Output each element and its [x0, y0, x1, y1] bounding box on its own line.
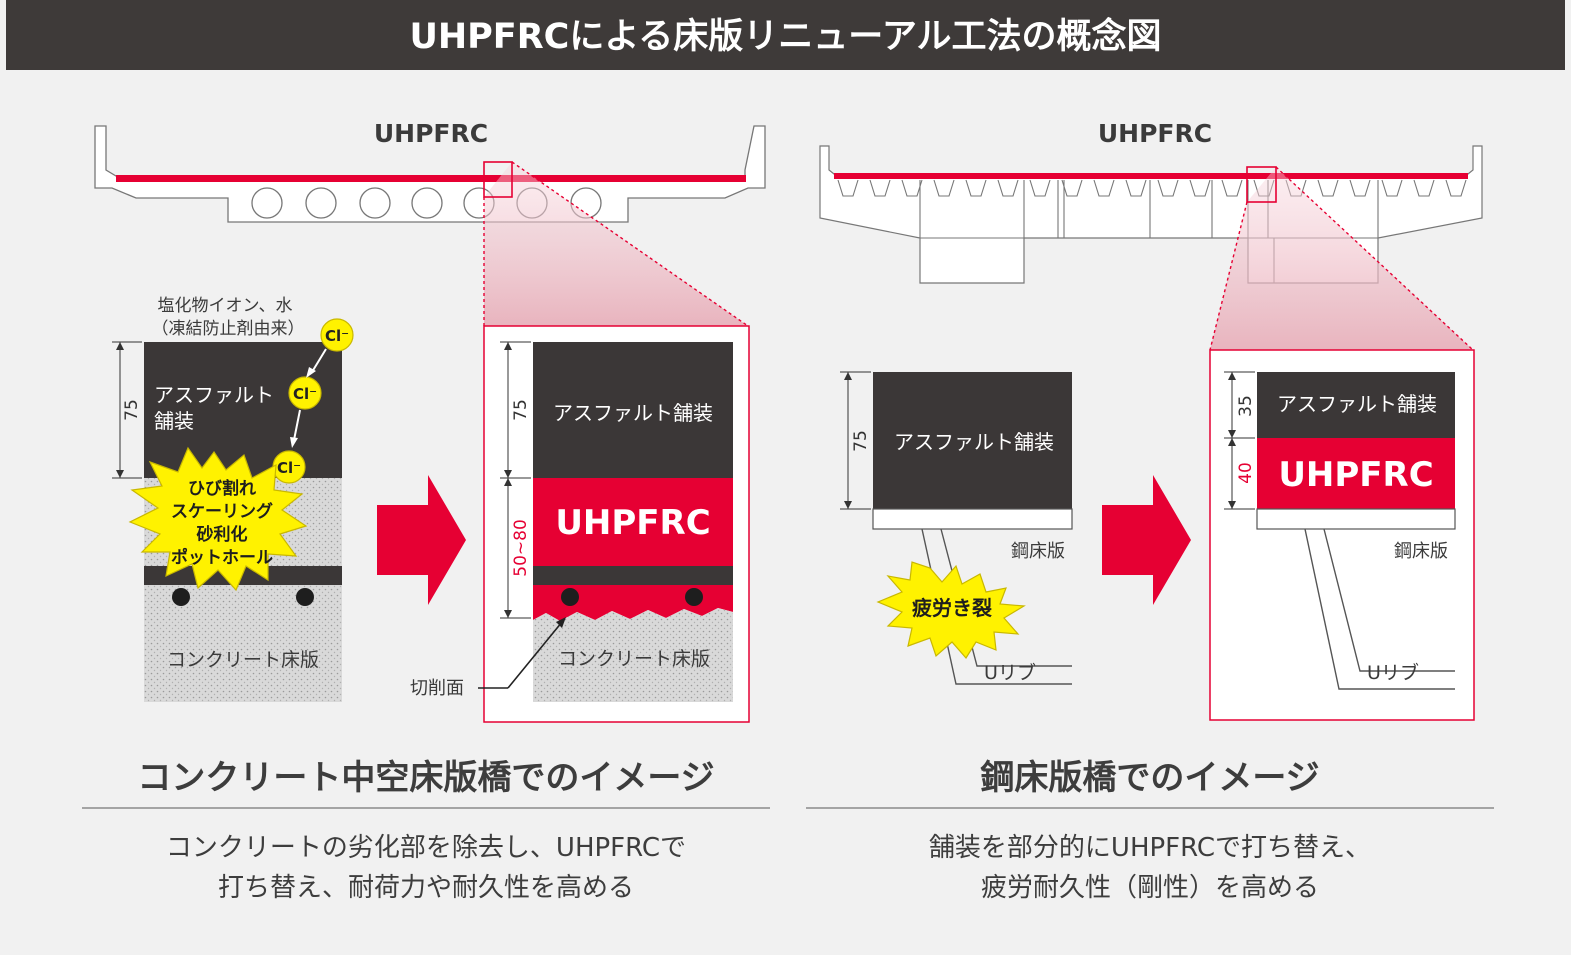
- steel-before-asphalt-label: アスファルト舗装: [894, 430, 1054, 454]
- after-rebar-layer: [533, 566, 733, 585]
- after-concrete-slab: [533, 608, 733, 702]
- right-heading: 鋼床版橋でのイメージ: [980, 758, 1319, 798]
- left-heading: コンクリート中空床版橋でのイメージ: [137, 758, 714, 798]
- before-concrete-label: コンクリート床版: [167, 649, 319, 671]
- cut-surface-label: 切削面: [410, 678, 464, 699]
- right-transition-arrow-icon: [1102, 475, 1191, 605]
- right-zoom-box: [1246, 166, 1277, 203]
- right-description-line1: 舗装を部分的にUHPFRCで打ち替え、: [929, 833, 1371, 863]
- after-concrete-label: コンクリート床版: [558, 648, 710, 670]
- left-bridge-section: UHPFRC: [94, 119, 766, 223]
- fatigue-crack-burst-icon: [876, 561, 1026, 660]
- rebar-icon: [172, 588, 190, 606]
- before-asphalt-line1: アスファルト: [154, 383, 274, 407]
- steel-after-deck-plate: [1256, 508, 1456, 530]
- chloride-note-line1: 塩化物イオン、水: [158, 296, 293, 316]
- steel-before-dim-asphalt: 75: [851, 430, 871, 452]
- left-zoom-funnel: [484, 162, 748, 326]
- damage-item: ひび割れ: [188, 478, 256, 499]
- before-concrete-slab: [144, 585, 342, 702]
- right-bridge-label: UHPFRC: [1098, 119, 1212, 148]
- page-title: UHPFRCによる床版リニューアル工法の概念図: [409, 16, 1161, 57]
- right-after-panel: アスファルト舗装 UHPFRC 鋼床版 Uリブ 35 40: [1209, 349, 1475, 721]
- damage-burst-icon: [128, 446, 308, 592]
- steel-after-dim-asphalt: 35: [1236, 395, 1256, 417]
- left-transition-arrow-icon: [377, 475, 466, 605]
- left-before-panel: 塩化物イオン、水 （凍結防止剤由来） アスファルト 舗装 75 Cl⁻ Cl⁻ …: [112, 296, 354, 702]
- svg-text:Cl⁻: Cl⁻: [293, 385, 317, 403]
- steel-after-dim-uhpfrc: 40: [1236, 462, 1256, 484]
- after-uhpfrc-layer: [533, 478, 733, 566]
- steel-after-asphalt-layer: [1257, 372, 1455, 438]
- steel-after-uhpfrc-label: UHPFRC: [1278, 455, 1433, 495]
- damage-item: 砂利化: [197, 524, 248, 545]
- svg-text:Cl⁻: Cl⁻: [325, 327, 349, 345]
- chloride-ion-icon: [320, 318, 354, 352]
- right-before-panel: アスファルト舗装 鋼床版 Uリブ 75 疲労き裂: [840, 371, 1073, 685]
- steel-before-rib-label: Uリブ: [984, 661, 1036, 684]
- steel-before-deck-plate: [872, 508, 1073, 530]
- svg-text:Cl⁻: Cl⁻: [277, 459, 301, 477]
- after-dim-uhpfrc: 50~80: [511, 519, 531, 577]
- chloride-note-line2: （凍結防止剤由来）: [152, 319, 305, 339]
- rebar-icon: [296, 588, 314, 606]
- left-bridge-label: UHPFRC: [374, 119, 488, 148]
- header-bar: [6, 0, 1565, 70]
- after-asphalt-layer: [533, 342, 733, 478]
- steel-before-deck-label: 鋼床版: [1011, 541, 1065, 562]
- steel-after-asphalt-label: アスファルト舗装: [1277, 392, 1437, 416]
- rebar-icon: [561, 588, 579, 606]
- after-dim-asphalt: 75: [511, 399, 531, 421]
- steel-after-rib-label: Uリブ: [1367, 661, 1419, 684]
- right-zoom-funnel: [1210, 167, 1473, 350]
- damage-item: ポットホール: [171, 547, 273, 568]
- right-description-line2: 疲労耐久性（剛性）を高める: [981, 873, 1319, 903]
- chloride-ion-icon: [288, 376, 322, 410]
- left-after-panel: アスファルト舗装 UHPFRC コンクリート床版 75 50~80 切削面: [410, 325, 750, 723]
- damage-item: スケーリング: [171, 501, 273, 522]
- steel-after-uhpfrc-layer: [1257, 438, 1455, 509]
- right-uhpfrc-layer: [834, 173, 1468, 179]
- left-uhpfrc-layer: [116, 175, 746, 182]
- before-asphalt-line2: 舗装: [154, 409, 194, 433]
- steel-after-deck-label: 鋼床版: [1394, 541, 1448, 562]
- steel-after-u-rib: [1304, 528, 1455, 690]
- before-dim-asphalt: 75: [122, 399, 142, 421]
- steel-before-asphalt-layer: [873, 372, 1072, 509]
- right-bridge-section: UHPFRC: [819, 119, 1483, 284]
- left-description-line2: 打ち替え、耐荷力や耐久性を高める: [218, 873, 634, 903]
- left-zoom-box: [483, 161, 513, 198]
- left-description-line1: コンクリートの劣化部を除去し、UHPFRCで: [166, 833, 686, 863]
- after-uhpfrc-label: UHPFRC: [555, 503, 710, 543]
- fatigue-crack-label: 疲労き裂: [912, 596, 992, 620]
- after-asphalt-label: アスファルト舗装: [553, 401, 713, 425]
- rebar-icon: [685, 588, 703, 606]
